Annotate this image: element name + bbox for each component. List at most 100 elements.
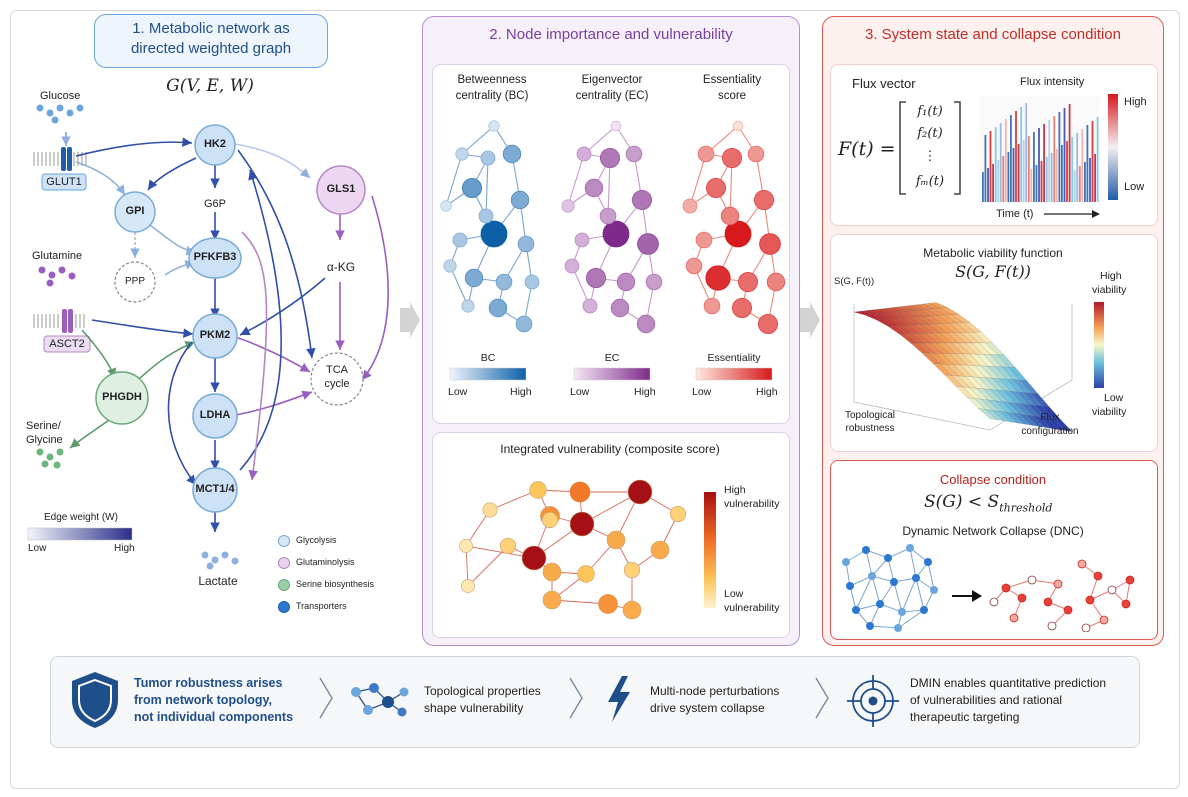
node — [754, 190, 775, 211]
chevron-right-icon — [815, 677, 829, 719]
surface-cell — [1025, 414, 1046, 428]
collapsed-network — [989, 559, 1135, 632]
network-ec — [561, 120, 663, 334]
node-ppp: PPP — [124, 276, 145, 287]
viability-high-line1: High — [1100, 270, 1122, 282]
node — [1009, 613, 1019, 623]
flux-bar — [1025, 103, 1028, 202]
node-hk2: HK2 — [203, 138, 226, 150]
node — [1107, 585, 1117, 595]
vuln-high-line1: High — [724, 484, 746, 496]
flux-bar — [1058, 112, 1061, 202]
node — [625, 145, 643, 163]
node — [482, 502, 498, 518]
flux-bar — [1066, 141, 1068, 202]
collapse-formula-main: S(G) < S — [924, 492, 1000, 512]
node — [868, 572, 876, 580]
node-tca-line2: cycle — [324, 378, 350, 390]
node — [461, 579, 475, 593]
flux-bar — [984, 135, 987, 202]
legend-transporters: Transporters — [296, 601, 347, 611]
time-axis-label: Time (t) — [996, 208, 1034, 220]
surface-cell — [978, 408, 998, 421]
intact-network — [842, 544, 938, 632]
collapse-title: Collapse condition — [939, 472, 1047, 487]
chevron-right-icon — [569, 677, 583, 719]
node — [894, 624, 902, 632]
flux-bar — [1073, 170, 1076, 202]
flux-bar — [1071, 137, 1074, 202]
flux-entry-1: f₁(t) — [917, 104, 943, 119]
network-bc — [440, 120, 540, 333]
flux-bar — [1045, 157, 1048, 202]
flux-bar — [1078, 166, 1081, 202]
edge — [869, 625, 899, 629]
surface-cell — [1046, 417, 1066, 431]
node — [1121, 599, 1131, 609]
footer-item4-line1: DMIN enables quantitative prediction — [910, 676, 1107, 690]
node — [502, 144, 522, 164]
node — [695, 231, 713, 249]
label-lactate: Lactate — [198, 574, 238, 588]
axis-flux-line1: Flux — [1040, 412, 1060, 423]
footer-item3-line1: Multi-node perturbations — [650, 684, 780, 698]
arrow-panel1-to-2 — [400, 302, 420, 338]
edge — [849, 585, 857, 611]
node — [1063, 605, 1073, 615]
node-ldha: LDHA — [199, 409, 231, 421]
ess-high: High — [756, 386, 778, 398]
edge — [887, 557, 895, 583]
edge — [1005, 579, 1033, 589]
node-pkm2: PKM2 — [199, 329, 231, 341]
axis-flux-line2: configuration — [1021, 426, 1079, 437]
edge-weight-title: Edge weight (W) — [44, 512, 118, 523]
flux-bar — [1063, 108, 1066, 202]
node — [732, 297, 753, 318]
node — [697, 145, 715, 163]
edge — [915, 577, 925, 611]
edge — [449, 265, 469, 307]
node — [636, 314, 656, 334]
footer-item4-line2: of vulnerabilities and rational — [910, 693, 1063, 707]
footer-item3-line2: drive system collapse — [650, 701, 765, 715]
graph-formula: G(V, E, W) — [166, 76, 254, 96]
node — [541, 511, 559, 529]
edge — [445, 153, 463, 207]
node — [766, 272, 786, 292]
edge — [871, 557, 889, 577]
label-glycine: Glycine — [26, 434, 63, 446]
node — [455, 147, 469, 161]
surface-cell — [998, 411, 1018, 424]
edge — [871, 575, 881, 605]
footer-box — [50, 656, 1140, 748]
node — [461, 178, 483, 199]
edge — [897, 609, 925, 629]
collapse-box — [830, 460, 1158, 640]
edge — [879, 581, 895, 605]
node — [846, 582, 854, 590]
label-akg: α-KG — [326, 260, 356, 274]
node — [598, 594, 618, 614]
integrated-vulnerability-network — [459, 479, 687, 620]
flux-bar — [1022, 140, 1025, 202]
node — [564, 258, 580, 274]
flux-bar — [1055, 149, 1058, 202]
serine-glycine-molecules — [36, 448, 64, 469]
edge — [909, 547, 917, 579]
label-serine: Serine/ — [26, 420, 61, 432]
node — [576, 146, 592, 162]
bc-low: Low — [448, 386, 468, 398]
flux-bar — [1012, 148, 1015, 202]
flux-bar — [1035, 165, 1038, 202]
node — [606, 530, 626, 550]
flux-entry-m: fₘ(t) — [915, 174, 945, 189]
ec-low: Low — [570, 386, 590, 398]
flux-high: High — [1124, 96, 1147, 108]
flux-bar — [1038, 128, 1040, 202]
flux-bar — [1094, 154, 1096, 202]
viability-colorbar — [1094, 302, 1104, 388]
flux-bar — [1040, 161, 1043, 202]
node — [524, 274, 540, 290]
legend-serine: Serine biosynthesis — [296, 579, 375, 589]
node — [645, 273, 663, 291]
